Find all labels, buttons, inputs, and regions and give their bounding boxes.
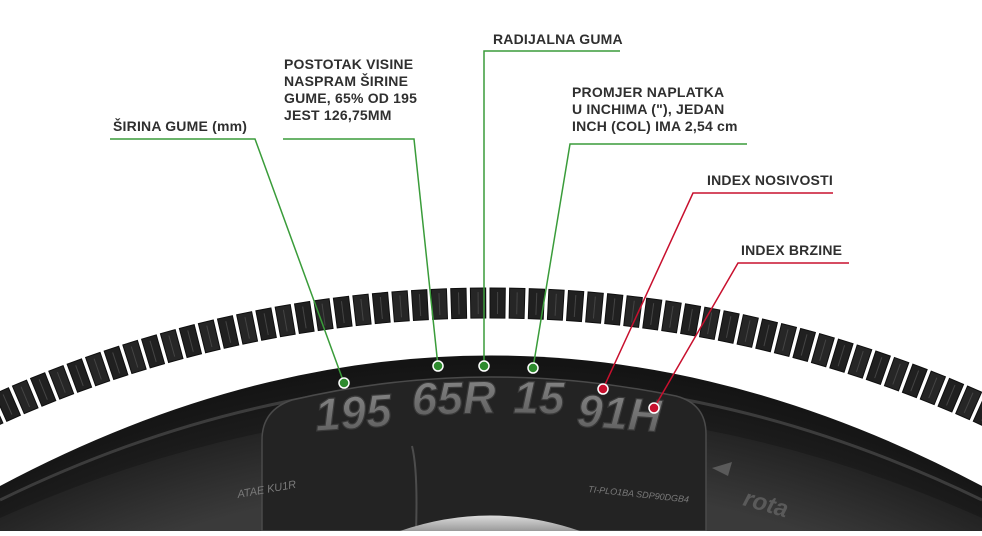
label-aspect-ratio: POSTOTAK VISINE NASPRAM ŠIRINE GUME, 65%… — [284, 56, 417, 124]
label-load-index: INDEX NOSIVOSTI — [707, 172, 833, 189]
leader-line-width — [110, 139, 344, 383]
label-rim-diameter: PROMJER NAPLATKA U INCHIMA ("), JEDAN IN… — [572, 84, 738, 135]
label-radial-tire: RADIJALNA GUMA — [493, 31, 623, 48]
leader-line-aspect — [283, 139, 438, 366]
marker-rim — [528, 363, 538, 373]
leader-line-speed — [654, 263, 849, 408]
marker-load — [598, 384, 608, 394]
marker-width — [339, 378, 349, 388]
marker-aspect — [433, 361, 443, 371]
label-speed-index: INDEX BRZINE — [741, 242, 842, 259]
marker-radial — [479, 361, 489, 371]
label-tire-width: ŠIRINA GUME (mm) — [113, 118, 247, 135]
marker-speed — [649, 403, 659, 413]
leader-line-load — [603, 193, 833, 389]
